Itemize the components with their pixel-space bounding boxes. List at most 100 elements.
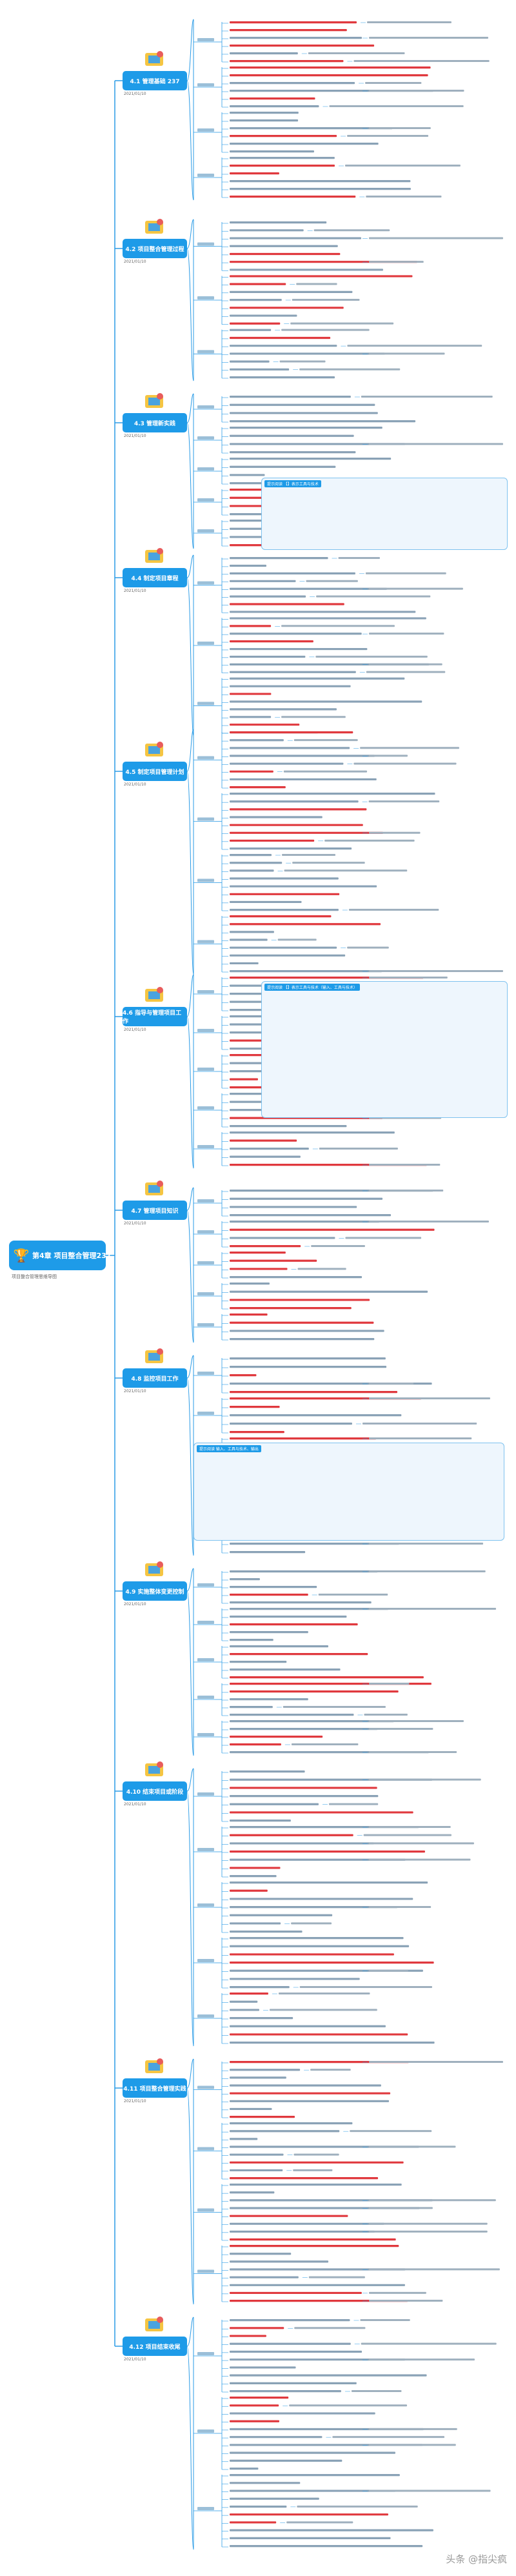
leaf-text-placeholder: [230, 1206, 357, 1208]
leaf-text-placeholder: [230, 420, 416, 423]
leaf-text-placeholder: [313, 229, 390, 232]
leaf-text-placeholder: [369, 2061, 503, 2063]
leaf-text-placeholder: [230, 954, 346, 957]
branch-label-placeholder: [197, 2085, 214, 2089]
branch-label-placeholder: [197, 1323, 214, 1326]
leaf-text-placeholder: [283, 1706, 386, 1708]
chapter-node[interactable]: 4.10 结束项目或阶段: [123, 1781, 187, 1801]
leaf-text-placeholder: [230, 2230, 375, 2233]
leaf-text-placeholder: [369, 663, 442, 665]
branch-label-placeholder: [197, 1068, 214, 1071]
branch-label-placeholder: [197, 990, 214, 993]
leaf-text-placeholder: [369, 1397, 490, 1399]
branch-label-placeholder: [197, 405, 214, 409]
chapter-node-label: 4.6 指导与管理项目工作: [123, 1010, 182, 1025]
leaf-text-placeholder: [279, 360, 326, 363]
leaf-text-placeholder: [230, 52, 298, 55]
leaf-text-highlight: [230, 786, 286, 789]
leaf-text-placeholder: [230, 237, 362, 239]
leaf-text-placeholder: [230, 443, 406, 445]
chapter-node-date: 2021/01/10: [124, 1802, 146, 1807]
leaf-text-highlight: [230, 74, 428, 77]
chapter-node[interactable]: 4.3 管理新实践: [123, 413, 187, 432]
leaf-text-highlight: [230, 322, 281, 325]
leaf-text-placeholder: [230, 37, 362, 39]
leaf-text-highlight: [230, 1228, 435, 1231]
leaf-text-placeholder: [369, 1778, 481, 1781]
leaf-text-placeholder: [230, 700, 422, 703]
leaf-text-placeholder: [230, 229, 304, 232]
leaf-text-placeholder: [230, 150, 314, 153]
leaf-text-placeholder: [230, 1276, 362, 1279]
leaf-text-highlight: [230, 625, 272, 627]
leaf-text-highlight: [230, 2245, 399, 2247]
branch-curve: [186, 219, 194, 249]
leaf-text-placeholder: [360, 2319, 410, 2321]
chapter-illustration-icon: [143, 546, 165, 565]
leaf-text-placeholder: [230, 572, 355, 575]
leaf-text-placeholder: [230, 862, 283, 864]
leaf-text-placeholder: [369, 970, 503, 972]
leaf-text-placeholder: [369, 90, 464, 92]
chapter-node[interactable]: 4.1 管理基础 237: [123, 71, 187, 90]
leaf-text-placeholder: [230, 778, 377, 781]
leaf-text-placeholder: [293, 739, 358, 742]
branch-label-placeholder: [197, 467, 214, 471]
leaf-text-highlight: [230, 283, 286, 285]
leaf-text-highlight: [230, 60, 344, 63]
leaf-text-highlight: [230, 135, 337, 137]
leaf-text-placeholder: [230, 685, 351, 687]
chapter-node[interactable]: 4.7 管理项目知识: [123, 1201, 187, 1220]
leaf-text-placeholder: [361, 2342, 497, 2345]
chapter-node-date: 2021/01/10: [124, 782, 146, 787]
leaf-text-placeholder: [230, 2545, 423, 2548]
leaf-text-placeholder: [369, 2230, 488, 2233]
chapter-node[interactable]: 4.6 指导与管理项目工作: [123, 1007, 187, 1026]
leaf-text-placeholder: [230, 2342, 351, 2345]
leaf-text-highlight: [230, 275, 413, 278]
leaf-text-placeholder: [230, 1914, 333, 1916]
leaf-text-placeholder: [230, 1414, 402, 1417]
leaf-text-placeholder: [347, 345, 482, 347]
leaf-text-highlight: [230, 196, 356, 198]
chapter-node[interactable]: 4.8 监控项目工作: [123, 1368, 187, 1388]
leaf-text-placeholder: [369, 127, 431, 129]
branch-label-placeholder: [197, 2352, 214, 2355]
leaf-text-placeholder: [310, 2069, 351, 2071]
leaf-text-highlight: [230, 172, 279, 175]
chapter-illustration-icon: [143, 1760, 165, 1779]
leaf-text-placeholder: [230, 2350, 362, 2353]
central-topic[interactable]: 🏆 第4章 项目整合管理237: [9, 1241, 111, 1270]
leaf-text-placeholder: [230, 655, 306, 658]
leaf-text-placeholder: [230, 434, 354, 437]
leaf-text-placeholder: [230, 1197, 383, 1200]
leaf-text-placeholder: [369, 1437, 472, 1439]
chapter-node[interactable]: 4.9 实施整体变更控制: [123, 1581, 187, 1601]
leaf-text-placeholder: [345, 1237, 422, 1239]
chapter-node[interactable]: 4.4 制定项目章程: [123, 568, 187, 587]
chapter-node[interactable]: 4.5 制定项目管理计划: [123, 762, 187, 781]
leaf-text-highlight: [230, 1078, 258, 1080]
chapter-node[interactable]: 4.11 项目整合管理实践: [123, 2078, 187, 2098]
branch-label-placeholder: [197, 1696, 214, 1699]
leaf-text-highlight: [230, 1299, 370, 1301]
leaf-text-placeholder: [230, 793, 435, 795]
leaf-text-highlight: [230, 1307, 352, 1310]
leaf-text-placeholder: [230, 1214, 392, 1217]
leaf-text-placeholder: [369, 1751, 457, 1753]
chapter-illustration-icon: [143, 740, 165, 759]
leaf-text-placeholder: [230, 127, 393, 130]
leaf-text-highlight: [230, 2291, 362, 2295]
chapter-node[interactable]: 4.2 项目整合管理过程: [123, 239, 187, 258]
leaf-text-highlight: [230, 2061, 409, 2064]
leaf-text-placeholder: [230, 376, 335, 379]
branch-label-placeholder: [197, 702, 214, 705]
leaf-text-highlight: [230, 2335, 266, 2337]
leaf-text-placeholder: [369, 1683, 410, 1685]
chapter-illustration-icon: [143, 1346, 165, 1366]
leaf-text-highlight: [230, 307, 344, 309]
branch-label-placeholder: [197, 1199, 214, 1202]
chapter-node[interactable]: 4.12 项目结束收尾: [123, 2337, 187, 2356]
leaf-text-placeholder: [230, 2276, 299, 2278]
branch-label-placeholder: [197, 1372, 214, 1375]
